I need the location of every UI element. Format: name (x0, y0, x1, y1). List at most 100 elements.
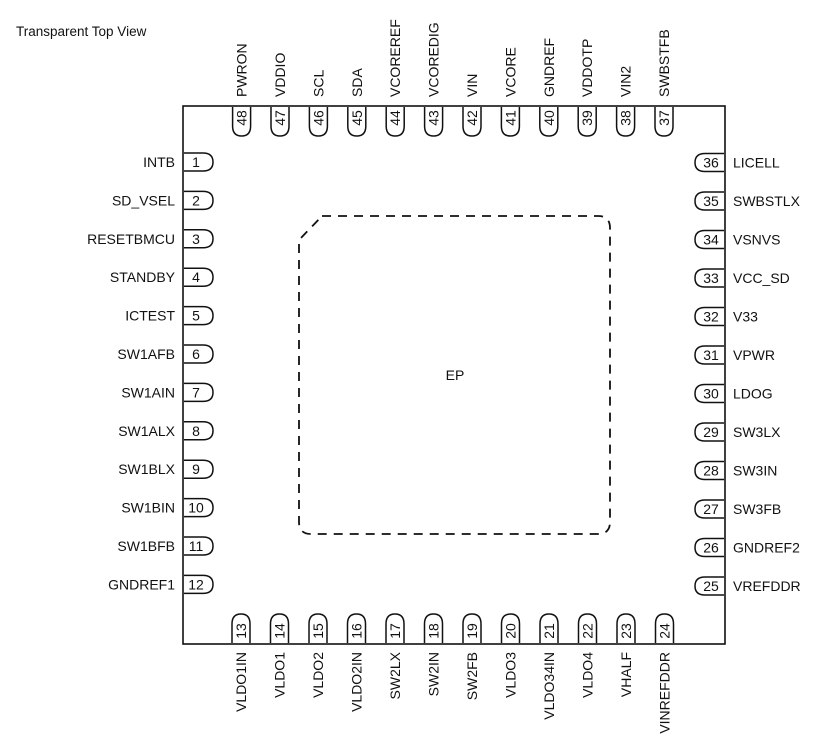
pin-number: 42 (464, 110, 480, 126)
pin-pad (231, 613, 251, 643)
pin-45: 45 SDA (347, 68, 367, 137)
pin-name: VDDIO (272, 53, 288, 97)
pin-number: 25 (703, 578, 719, 594)
pin-pad (500, 107, 521, 137)
pin-pad (184, 267, 214, 287)
pin-pad (184, 229, 214, 249)
pin-number: 20 (503, 623, 519, 639)
pin-name: VLDO34IN (541, 652, 557, 720)
pin-name: VLDO2 (310, 652, 326, 698)
pin-name: SW3IN (733, 463, 777, 479)
pin-number: 37 (656, 110, 672, 126)
pin-number: 24 (657, 623, 673, 639)
pin-35: 35 SWBSTLX (694, 191, 801, 211)
pin-number: 19 (464, 623, 480, 639)
pin-name: VIN2 (618, 66, 634, 97)
pin-pad (694, 383, 724, 404)
pin-pad (184, 344, 214, 364)
pin-pad (694, 152, 724, 173)
pin-name: VSNVS (733, 232, 780, 248)
pin-12: 12 GNDREF1 (108, 574, 214, 595)
pin-name: VINREFDDR (657, 652, 673, 734)
pin-number: 44 (387, 110, 403, 126)
pin-name: RESETBMCU (87, 231, 175, 247)
pin-number: 47 (272, 110, 288, 126)
pin-name: SW3FB (733, 501, 781, 517)
pin-number: 12 (188, 576, 204, 592)
pin-number: 46 (310, 110, 326, 126)
pin-pad (462, 107, 482, 137)
pin-name: SWBSTLX (733, 193, 801, 209)
pin-47: 47 VDDIO (270, 53, 290, 137)
pin-name: SW1ALX (118, 423, 175, 439)
pin-pad (694, 306, 724, 327)
pin-pad (694, 460, 724, 481)
pin-pad (500, 613, 521, 643)
pin-pad (539, 107, 559, 137)
pin-number: 10 (188, 500, 204, 516)
pin-pad (346, 613, 367, 643)
pin-pad (423, 613, 444, 643)
pin-name: SW1BLX (118, 461, 175, 477)
pin-name: VLDO4 (580, 652, 596, 698)
pin-name: GNDREF1 (108, 576, 175, 592)
pin-7: 7 SW1AIN (121, 382, 214, 403)
pin-name: SW1AFB (117, 346, 175, 362)
pin-number: 43 (426, 110, 442, 126)
pin-pad (539, 613, 559, 643)
pin-number: 3 (192, 231, 200, 247)
pin-name: VLDO1IN (233, 652, 249, 712)
pin-number: 27 (703, 501, 719, 517)
pin-pad (184, 574, 214, 595)
pin-number: 36 (703, 155, 719, 171)
pin-number: 45 (349, 110, 365, 126)
pin-pad (184, 152, 214, 172)
pin-pad (694, 229, 724, 250)
ep-label: EP (446, 367, 465, 383)
pin-number: 13 (233, 623, 249, 639)
pin-name: SDA (349, 68, 365, 97)
package-outline (182, 105, 726, 645)
pin-name: VDDOTP (579, 39, 595, 97)
pin-pad (184, 305, 214, 326)
pin-name: VLDO3 (503, 652, 519, 698)
pin-pad (694, 268, 724, 288)
pin-3: 3 RESETBMCU (87, 229, 214, 249)
pin-pad (694, 576, 724, 596)
pins: 1INTB2SD_VSEL3RESETBMCU4STANDBY5ICTEST6S… (87, 19, 801, 733)
pin-pad (694, 191, 724, 211)
pin-name: PWRON (234, 43, 250, 97)
pin-pad (462, 613, 482, 643)
pin-pad (184, 421, 214, 441)
pin-2: 2SD_VSEL (112, 190, 214, 211)
pin-number: 22 (580, 623, 596, 639)
pin-name: VCOREREF (387, 19, 403, 97)
pin-number: 7 (192, 384, 200, 400)
pin-27: 27 SW3FB (694, 499, 781, 519)
pin-name: SW1AIN (121, 384, 175, 400)
pin-number: 31 (703, 347, 719, 363)
pin-number: 40 (541, 110, 557, 126)
pin-number: 2 (192, 192, 200, 208)
pin-number: 35 (703, 193, 719, 209)
pin-name: SW3LX (733, 424, 781, 440)
pin-pad (577, 613, 598, 643)
pin-name: SW2LX (387, 651, 403, 699)
